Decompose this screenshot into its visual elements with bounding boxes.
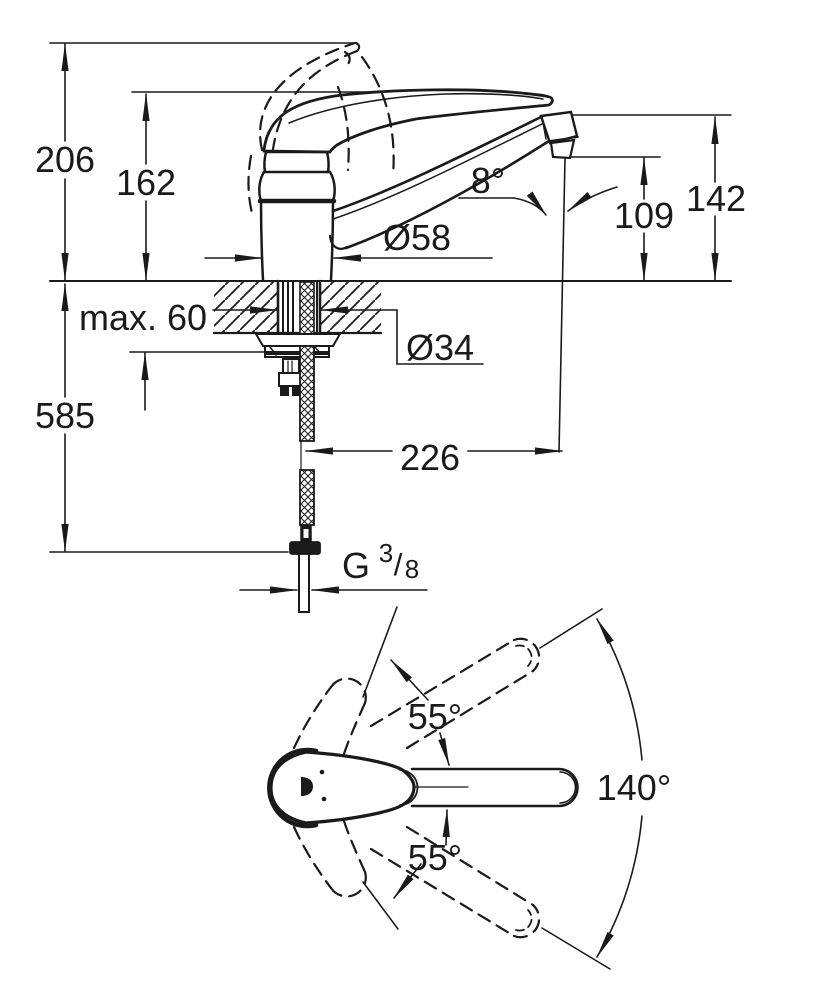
label-thread-slash: / <box>394 547 403 582</box>
label-spout-height: 142 <box>686 178 746 219</box>
temperature-mark <box>301 777 313 796</box>
lever-accent-line <box>288 92 544 124</box>
ext-line-upper-55 <box>362 606 398 698</box>
hose-nut <box>289 541 321 555</box>
side-view-labels: 206 162 585 max. 60 Ø58 Ø34 8° 109 142 2… <box>35 139 746 586</box>
mounting-shank <box>276 279 322 336</box>
plan-dimension-lines <box>362 606 643 970</box>
indicator-dot-bottom <box>321 796 327 802</box>
spout <box>328 110 579 250</box>
label-spout-swivel: 140° <box>597 767 671 808</box>
raised-handle-dashed <box>247 41 395 215</box>
connection-fitting <box>278 358 303 396</box>
mounting-nut <box>254 333 342 358</box>
ext-line-140-lower <box>541 927 611 970</box>
flange <box>254 333 342 347</box>
reference-lines <box>49 42 732 553</box>
arc-140-upper <box>596 618 643 761</box>
label-deck-thickness: max. 60 <box>79 297 207 338</box>
label-overall-height: 206 <box>35 139 95 180</box>
dim-8deg-leader-right <box>567 186 618 212</box>
deck-hatch-left <box>214 282 278 333</box>
plan-view-labels: 55° 55° 140° <box>408 696 671 878</box>
spout-body-fillet <box>328 234 349 250</box>
spout-cap-inner-line <box>559 771 577 804</box>
flexible-hose <box>289 345 321 613</box>
hose-in-shank <box>299 281 315 335</box>
ext-line-lower-55 <box>362 881 399 930</box>
label-swivel-down: 55° <box>408 837 462 878</box>
dim-o34-leader <box>396 309 484 365</box>
label-spout-reach: 226 <box>400 437 460 478</box>
water-stream-line <box>558 157 566 453</box>
label-thread-numerator: 3 <box>379 538 393 568</box>
spout-head <box>539 110 579 145</box>
body-plan-outline <box>267 747 319 829</box>
indicator-dot-top <box>319 769 325 775</box>
arrow-upper-center <box>438 732 450 766</box>
arc-140-lower <box>596 815 643 958</box>
lever-outline <box>262 88 554 154</box>
dimension-lines <box>61 43 719 594</box>
spout-plan <box>410 767 579 808</box>
label-outlet-angle: 8° <box>471 160 505 201</box>
plan-view <box>267 606 643 970</box>
arrow-upper-55 <box>390 659 429 701</box>
ext-line-140-upper <box>539 608 603 649</box>
deck-hatch-right <box>320 282 381 333</box>
label-shank-diameter: Ø34 <box>406 327 474 368</box>
label-hose-length: 585 <box>35 395 95 436</box>
arrow-lower-center <box>442 809 450 846</box>
mounting-deck <box>212 282 383 335</box>
label-thread-g38: G 3 / 8 <box>342 538 419 586</box>
arrow-lower-55 <box>393 863 422 899</box>
handle-motion-arc <box>360 55 395 178</box>
label-handle-height: 162 <box>116 162 176 203</box>
lever-plan <box>267 747 469 829</box>
lever-handle <box>262 88 554 154</box>
aerator <box>549 138 576 160</box>
rotated-spout-dashed <box>369 637 541 939</box>
rotated-lever-dashed <box>292 677 367 898</box>
spout-inner-line <box>332 123 543 220</box>
label-body-diameter: Ø58 <box>383 217 451 258</box>
label-outlet-height: 109 <box>614 195 674 236</box>
label-swivel-up: 55° <box>408 696 462 737</box>
label-thread-denominator: 8 <box>405 554 419 584</box>
label-thread-letter: G <box>342 545 370 586</box>
dim-8deg-leader-left <box>513 191 547 216</box>
faucet-body <box>257 150 337 282</box>
side-view <box>49 41 732 613</box>
